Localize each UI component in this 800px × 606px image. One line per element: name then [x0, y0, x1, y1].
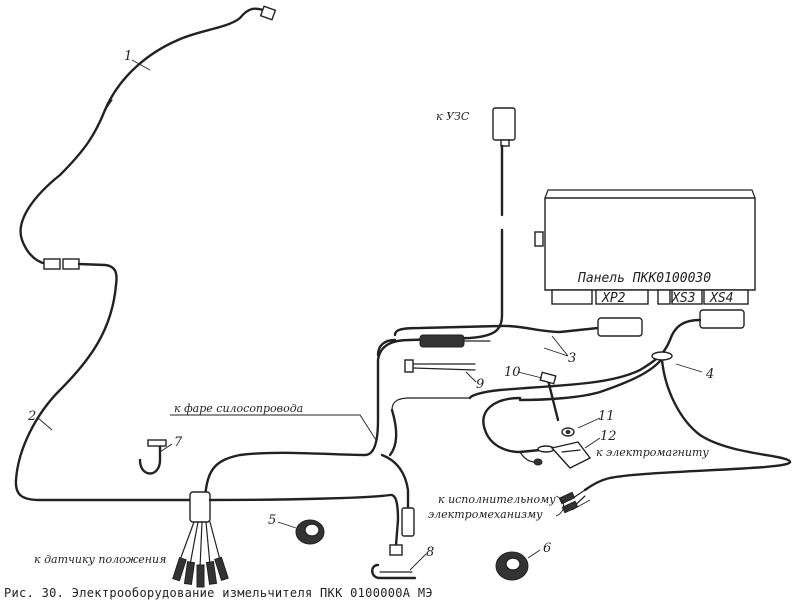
callout-2: 2 [27, 409, 36, 424]
bolt-10 [539, 371, 560, 422]
grommet-6 [495, 551, 529, 581]
xs4-label: XS4 [709, 291, 733, 306]
harness-1 [19, 5, 277, 266]
harness-3 [376, 107, 643, 357]
main-trunk [172, 338, 471, 588]
sensor-boot [189, 491, 211, 523]
callout-4: 4 [705, 367, 714, 382]
callout-7: 7 [174, 435, 183, 450]
label-to-position-sensor: к датчику положения [34, 553, 166, 566]
callout-3: 3 [568, 351, 576, 366]
bracket-8 [371, 563, 417, 580]
callout-6: 6 [543, 541, 551, 556]
hook-7 [138, 439, 167, 475]
panel-label: Панель ПКК0100030 [577, 271, 711, 286]
label-to-actuator-1: к исполнительному [438, 493, 556, 506]
callout-12: 12 [600, 429, 617, 444]
callout-9: 9 [476, 377, 484, 392]
inline-connector [43, 258, 118, 287]
callout-11: 11 [598, 409, 615, 424]
destination-labels: к УЗС к фаре силосопровода к электромагн… [34, 110, 709, 566]
terminal-12 [550, 441, 592, 469]
harness-2 [14, 283, 192, 502]
harness-4 [468, 309, 792, 514]
leader-lines [37, 59, 703, 571]
control-panel: Панель ПКК0100030 XP2 XS3 XS4 [534, 189, 756, 306]
grommet-5 [295, 519, 325, 545]
callout-8: 8 [426, 545, 434, 560]
callout-10: 10 [504, 365, 521, 380]
label-to-electromagnet: к электромагниту [596, 446, 709, 459]
label-to-uzs: к УЗС [436, 110, 470, 123]
callout-5: 5 [268, 513, 276, 528]
label-to-actuator-2: электромеханизму [428, 508, 543, 521]
xs3-label: XS3 [671, 291, 695, 306]
callout-numbers: 1 2 3 4 5 6 7 8 9 10 11 12 [27, 49, 714, 560]
figure-caption: Рис. 30. Электрооборудование измельчител… [4, 586, 433, 600]
washer-11 [561, 427, 575, 437]
clip-9 [404, 359, 476, 373]
xp2-label: XP2 [601, 291, 626, 306]
callout-1: 1 [124, 49, 132, 64]
label-to-headlight: к фаре силосопровода [174, 402, 303, 415]
